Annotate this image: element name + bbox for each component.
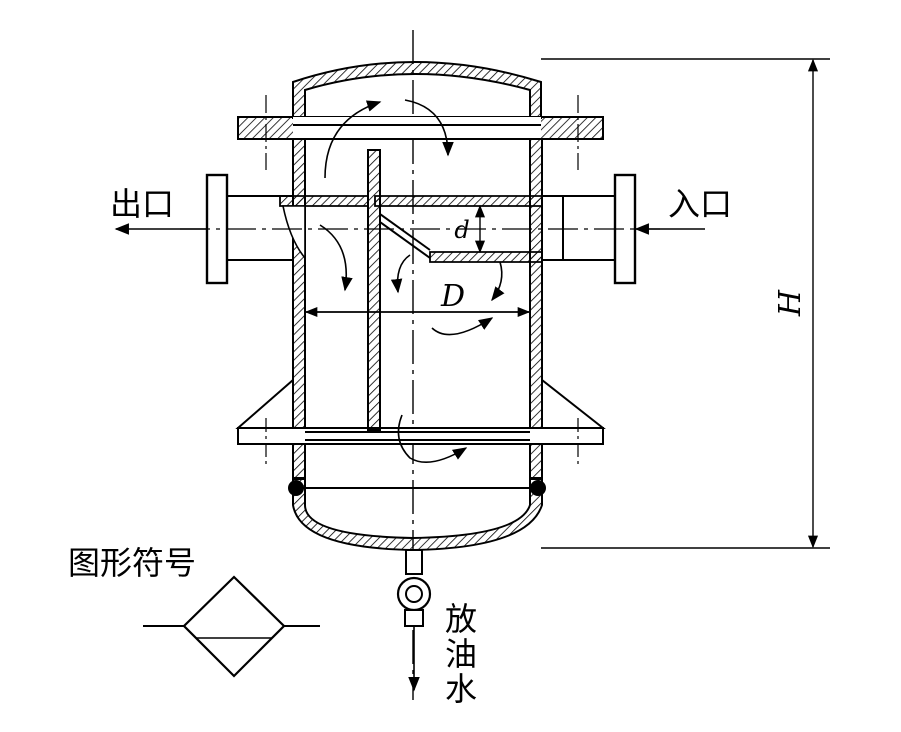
H-dimension <box>541 58 830 549</box>
drain-label-1: 放 <box>445 600 477 638</box>
d-label: d <box>454 216 469 244</box>
drain-label-2: 油 <box>445 635 477 673</box>
D-label: D <box>440 279 465 314</box>
baffle-plate <box>367 149 381 431</box>
drain-valve <box>396 549 432 692</box>
filter-symbol <box>143 575 320 678</box>
drain-label-3: 水 <box>445 670 477 708</box>
outlet-label: 出口 <box>110 185 174 223</box>
H-label: H <box>773 289 808 317</box>
flow-arrows <box>319 99 505 464</box>
outlet-pipe <box>205 173 369 285</box>
top-flange <box>237 95 604 170</box>
bottom-dome <box>288 477 546 552</box>
top-dome <box>292 61 542 119</box>
inlet-label: 入口 <box>668 185 732 223</box>
symbol-title: 图形符号 <box>68 544 196 582</box>
